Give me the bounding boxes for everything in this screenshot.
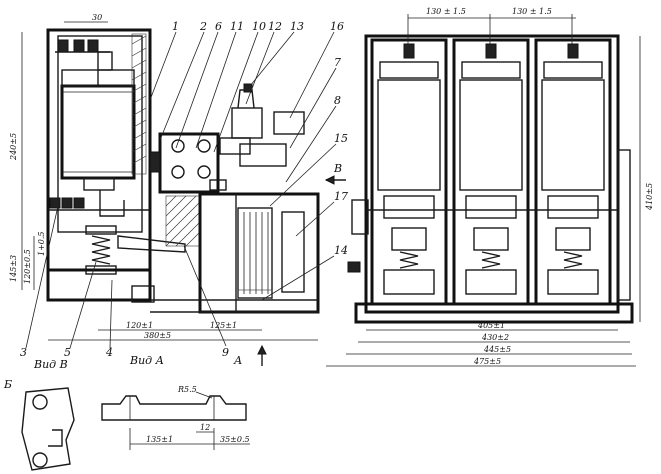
callout-8: 8 xyxy=(334,94,341,107)
dim-detail-radius: R5.5 xyxy=(177,385,197,394)
front-view: 130 ± 1.5 130 ± 1.5 410±5 405±1 430±2 44… xyxy=(326,7,654,367)
hole-lower xyxy=(32,452,48,468)
callout-4: 4 xyxy=(105,346,113,359)
callout-17: 17 xyxy=(334,190,348,203)
lever xyxy=(117,235,186,253)
cylinder-body xyxy=(239,143,287,167)
dim-side-125: 125±1 xyxy=(210,321,237,330)
label-section-b: Б xyxy=(3,378,12,391)
solenoid-valve xyxy=(231,107,263,139)
top-stud xyxy=(97,51,113,71)
callout-14: 14 xyxy=(334,244,348,257)
callout-9: 9 xyxy=(222,346,229,359)
base-bolt xyxy=(131,285,155,303)
dim-front-pitch-right: 130 ± 1.5 xyxy=(512,7,552,16)
dim-front-475: 475±5 xyxy=(473,357,501,366)
top-terminal-right xyxy=(87,39,99,53)
dim-front-445: 445±5 xyxy=(483,345,511,354)
lower-contact-holder xyxy=(83,177,115,191)
detail-view-v xyxy=(21,387,75,471)
pole-1 xyxy=(370,38,448,306)
dim-detail-135: 135±1 xyxy=(146,435,173,444)
pole-2-chamber xyxy=(459,79,523,191)
detail-view-a xyxy=(101,391,250,450)
callout-3: 3 xyxy=(20,346,27,359)
dim-side-120-width: 120±1 xyxy=(126,321,153,330)
terminal-3 xyxy=(49,197,61,209)
top-terminal-left xyxy=(57,39,69,53)
callout-1: 1 xyxy=(172,20,179,33)
side-vacuum-chamber xyxy=(60,84,136,180)
callout-11: 11 xyxy=(230,20,244,33)
side-base xyxy=(46,268,152,302)
dim-side-1: 1+0.5 xyxy=(37,231,46,256)
label-view-arrow-b: В xyxy=(333,162,342,175)
front-side-bracket xyxy=(351,199,369,235)
pole-3-chamber xyxy=(541,79,605,191)
callout-12: 12 xyxy=(268,20,282,33)
dim-front-height: 410±5 xyxy=(645,183,654,211)
callouts: 1 2 6 11 10 12 13 16 7 8 15 17 14 3 5 4 … xyxy=(20,20,348,359)
callout-2: 2 xyxy=(199,20,207,33)
label-view-arrow-a: А xyxy=(233,354,242,367)
callout-13: 13 xyxy=(290,20,304,33)
drive-coil xyxy=(237,207,273,299)
dim-front-430: 430±2 xyxy=(481,333,509,342)
top-terminal-mid xyxy=(73,39,85,53)
hole-upper xyxy=(32,394,48,410)
dim-side-top: 30 xyxy=(92,13,102,22)
callout-7: 7 xyxy=(334,56,341,69)
pole-2 xyxy=(452,38,530,306)
side-view: В А 30 240±5 145±3 120±0.5 1+0.5 120±1 1… xyxy=(9,13,346,367)
callout-5: 5 xyxy=(64,346,71,359)
front-ground-bolt xyxy=(347,261,361,273)
front-right-rail xyxy=(617,149,631,301)
front-base xyxy=(354,302,634,324)
contact-spring xyxy=(91,235,111,265)
callout-16: 16 xyxy=(330,20,344,33)
dim-side-120: 120±0.5 xyxy=(23,249,32,284)
callout-15: 15 xyxy=(334,132,348,145)
pole-1-chamber xyxy=(377,79,441,191)
dim-side-380: 380±5 xyxy=(144,331,171,340)
cylinder-head xyxy=(219,137,251,155)
callout-6: 6 xyxy=(215,20,222,33)
label-view-a: Вид А xyxy=(129,354,164,367)
dim-side-145: 145±3 xyxy=(9,255,18,282)
dim-detail-35: 35±0.5 xyxy=(220,435,250,444)
dim-front-405: 405±1 xyxy=(477,321,505,330)
callout-10: 10 xyxy=(252,20,266,33)
label-view-v: Вид В xyxy=(33,358,68,371)
pole-3 xyxy=(534,38,612,306)
dim-side-height: 240±5 xyxy=(9,133,18,161)
dim-front-pitch-left: 130 ± 1.5 xyxy=(426,7,466,16)
dim-detail-12: 12 xyxy=(200,423,210,432)
